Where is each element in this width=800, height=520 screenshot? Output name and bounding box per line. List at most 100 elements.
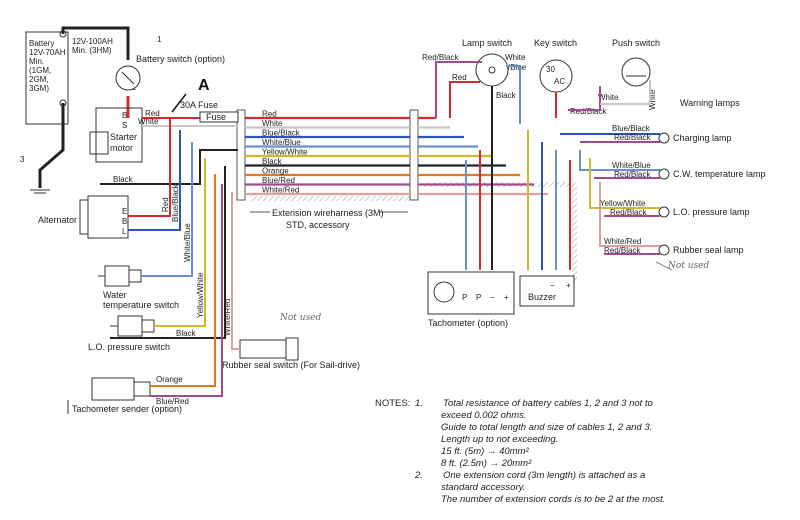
note-2-line-2: The number of extension cords is to be 2… [441, 494, 666, 505]
tach-minus-label: − [490, 293, 495, 302]
wl-lamp-red-black: Red/Black [422, 53, 459, 62]
wl-lamp-white-blue-1: /Blue [508, 63, 527, 72]
key-30-label: 30 [546, 65, 555, 74]
connector-engine [236, 109, 246, 201]
buzzer-plus-label: + [566, 281, 571, 290]
handwritten-not-used-1: Not used [279, 313, 322, 323]
warning-lamps-label: Warning lamps [680, 98, 740, 108]
wl-yellow-white-v: Yellow/White [196, 272, 205, 318]
water-temp-label-1: temperature switch [103, 300, 179, 310]
hatch-rail-top [250, 196, 410, 201]
tachometer: P P − + Tachometer (option) [427, 271, 515, 328]
battery-label-3: (1GM, [29, 66, 51, 75]
harness-wires: RedWhiteBlue/BlackWhite/BlueYellow/White… [245, 110, 548, 196]
cable-3 [38, 103, 65, 188]
buzzer-label: Buzzer [528, 292, 556, 302]
rubber-seal-lamp: Rubber seal lamp [658, 244, 744, 256]
rubber-seal-lamp-label: Rubber seal lamp [673, 245, 744, 255]
wl-lo-red-black: Red/Black [610, 208, 647, 217]
wl-cw-red-black: Red/Black [614, 170, 651, 179]
battery-switch: Battery switch (option) [115, 54, 225, 91]
harness-wire-label-3: White/Blue [262, 138, 301, 147]
cw-temperature-lamp: C.W. temperature lamp [658, 168, 766, 180]
wl-alt-red: Red [161, 197, 170, 212]
extension-label-1: STD, accessory [286, 220, 350, 230]
alternator-label: Alternator [38, 215, 77, 225]
lamp-switch: Lamp switch [462, 38, 512, 87]
wl-charge-red-black: Red/Black [614, 133, 651, 142]
battery-switch-label: Battery switch (option) [136, 54, 225, 64]
wl-white-blue-v: White/Blue [183, 223, 192, 262]
lo-pressure-switch: L.O. pressure switch [88, 315, 170, 352]
tachometer-sender: Tachometer sender (option) [67, 377, 182, 414]
cable-1-label: 1 [157, 35, 162, 44]
hatch-rail-panel-v [572, 182, 577, 282]
wl-lamp-white-blue-0: White [505, 53, 526, 62]
charging-lamp-label: Charging lamp [673, 133, 732, 143]
wl-alt-black: Black [113, 175, 134, 184]
notes: NOTES: 1. Total resistance of battery ca… [375, 398, 795, 506]
harness-wire-label-5: Black [262, 157, 283, 166]
harness-wire-label-7: Blue/Red [262, 176, 295, 185]
alt-e-label: E [122, 207, 127, 216]
note-1-line-4: 15 ft. (5m) → 40mm² [441, 446, 529, 457]
water-temp-label-0: Water [103, 290, 127, 300]
rubber-seal-switch: Rubber seal switch (For Sail-drive) [222, 337, 360, 370]
battery: Battery 12V-70AH Min. (1GM, 2GM, 3GM) [25, 30, 69, 125]
tach-plus-label: + [504, 293, 509, 302]
lamp-switch-label: Lamp switch [462, 38, 512, 48]
alternator: Alternator E B L [38, 195, 129, 239]
key-ac-label: AC [554, 77, 565, 86]
harness-wire-label-4: Yellow/White [262, 148, 308, 157]
note-1-line-3: Length up to not exceeding. [441, 434, 559, 445]
buzzer: Buzzer − + [519, 275, 575, 307]
push-switch: Push switch [612, 38, 660, 87]
wl-charge-blue-black: Blue/Black [612, 124, 651, 133]
rubber-seal-switch-label: Rubber seal switch (For Sail-drive) [222, 360, 360, 370]
battery-label-2: Min. [29, 57, 44, 66]
tach-sender-label: Tachometer sender (option) [72, 404, 182, 414]
panel-wiring [435, 61, 660, 270]
buzzer-minus-label: − [550, 281, 555, 290]
harness-wire-label-6: Orange [262, 167, 289, 176]
wl-lo-yellow-white: Yellow/White [600, 199, 646, 208]
battery-label-5: 3GM) [29, 84, 49, 93]
water-temperature-switch: Water temperature switch [98, 265, 179, 310]
note-1-line-1: exceed 0.002 ohms. [441, 410, 527, 421]
extension-label-0: Extension wireharness (3M) [272, 208, 384, 218]
note-1-line-0: Total resistance of battery cables 1, 2 … [443, 398, 653, 409]
tach-p2-label: P [476, 293, 481, 302]
starter-b-label: B [122, 111, 127, 120]
starter-s-label: S [122, 121, 127, 130]
wl-rs-white-red: White/Red [604, 237, 641, 246]
tach-p1-label: P [462, 293, 467, 302]
charging-lamp: Charging lamp [658, 132, 732, 144]
connector-panel [409, 109, 419, 201]
note-2-line-0: One extension cord (3m length) is attach… [443, 470, 646, 481]
local-wiring [100, 117, 240, 397]
wl-push-white-v: White [648, 89, 657, 110]
wl-lamp-black: Black [496, 91, 517, 100]
note-1-line-5: 8 ft. (2.5m) → 20mm² [441, 458, 532, 469]
wl-alt-blue-black: Blue/Black [171, 183, 180, 222]
alt-b-label: B [122, 217, 127, 226]
battery-label-0: Battery [29, 39, 54, 48]
note-1-num: 1. [415, 398, 423, 409]
fuse-30a-label: 30A Fuse [180, 100, 218, 110]
starter-motor: Starter motor B S [89, 107, 143, 163]
lo-pressure-switch-label: L.O. pressure switch [88, 342, 170, 352]
harness-wire-label-0: Red [262, 110, 277, 119]
wl-key-red-black: Red/Black [570, 107, 607, 116]
wl-rs-red-black: Red/Black [604, 246, 641, 255]
wl-starter-red: Red [145, 109, 160, 118]
cable-3-label: 3 [20, 155, 25, 164]
battery-label-4: 2GM, [29, 75, 49, 84]
note-1-line-2: Guide to total length and size of cables… [441, 422, 653, 433]
alt-l-label: L [122, 227, 127, 236]
marker-a-arrow [171, 93, 187, 113]
wl-push-white: White [598, 93, 619, 102]
key-switch-label: Key switch [534, 38, 577, 48]
wl-lo-black: Black [176, 329, 197, 338]
starter-label-0: Starter [110, 132, 137, 142]
